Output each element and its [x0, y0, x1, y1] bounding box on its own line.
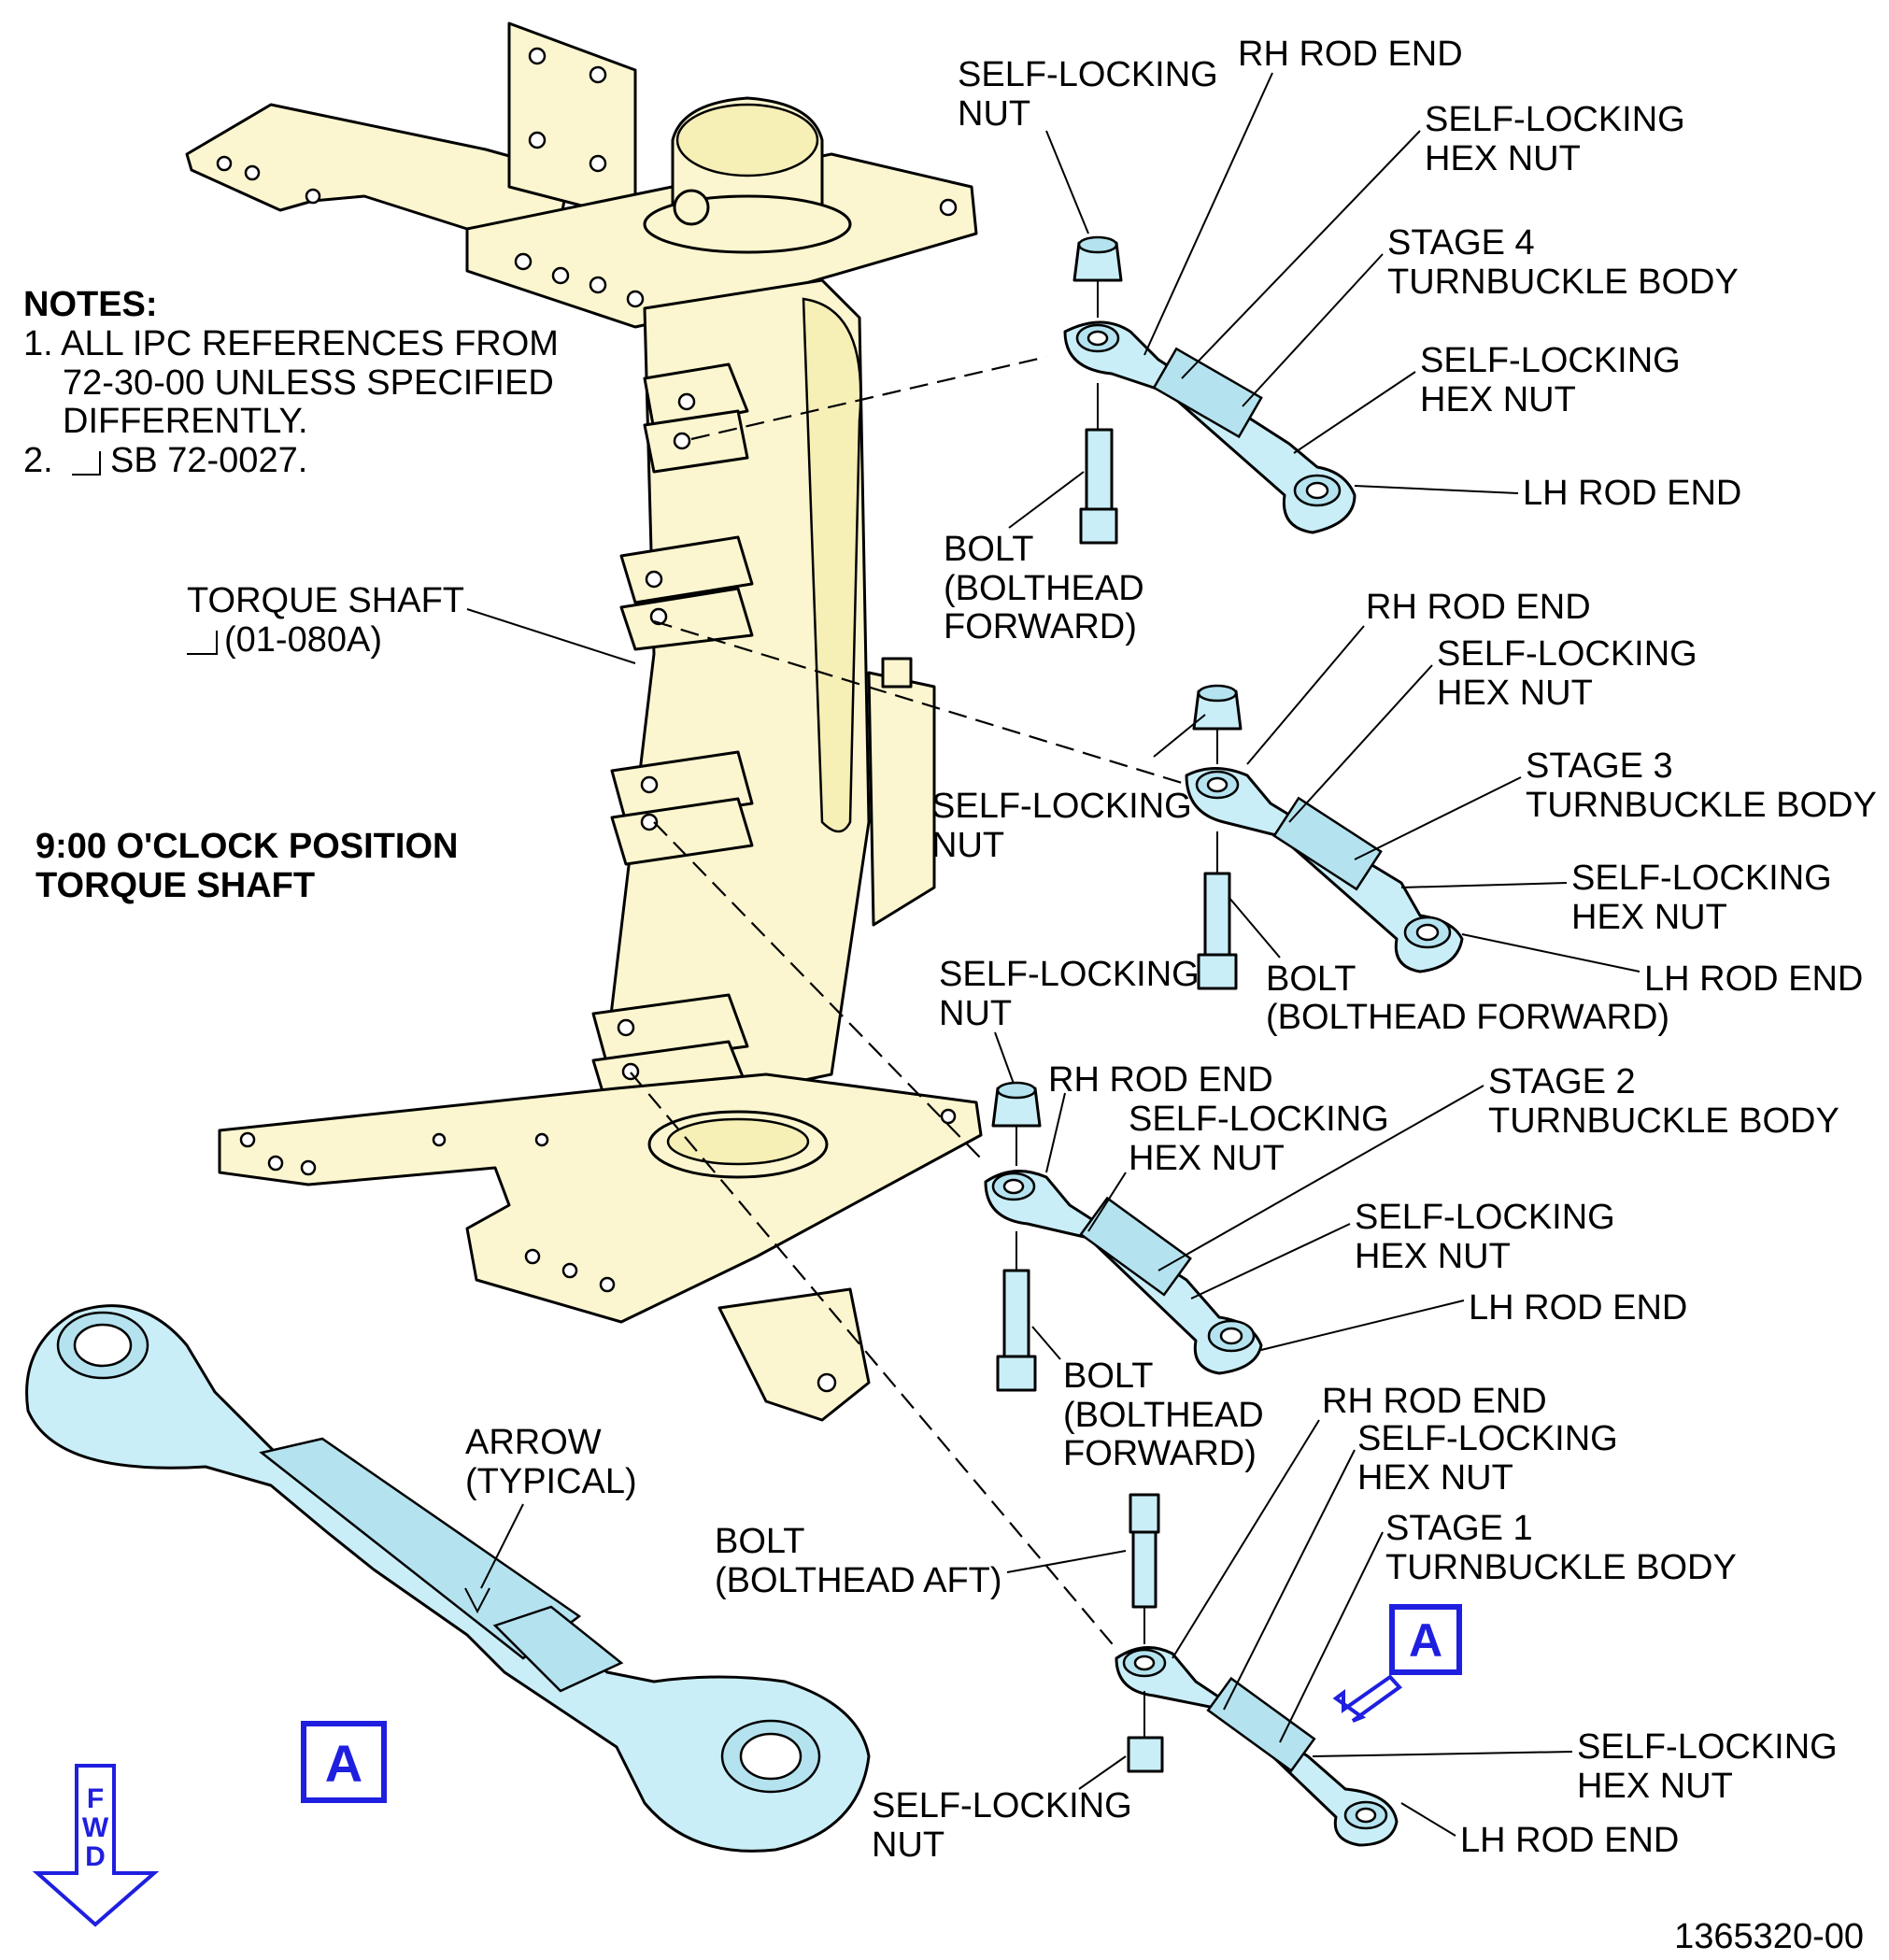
- stage-2-lh-rod-end: LH ROD END: [1469, 1288, 1687, 1328]
- stage-3-nut-label: SELF-LOCKING: [931, 787, 1192, 826]
- stage-4-hexnut-b: SELF-LOCKING: [1420, 341, 1681, 380]
- stage-1-hexnut-b-2: HEX NUT: [1577, 1767, 1733, 1806]
- stage-3-hexnut-b: SELF-LOCKING: [1571, 859, 1832, 898]
- stage-3-rod-assembly: [1185, 684, 1464, 990]
- position-title-line-2: TORQUE SHAFT: [36, 866, 315, 905]
- stage-3-bolt-label: BOLT: [1266, 959, 1356, 999]
- stage-4-hexnut-a: SELF-LOCKING: [1425, 100, 1685, 139]
- stage-1-bolt-label-2: (BOLTHEAD AFT): [715, 1561, 1002, 1600]
- stage-4-hexnut-b-2: HEX NUT: [1420, 380, 1576, 419]
- note-flag-symbol: [187, 631, 218, 655]
- stage-1-body-label-2: TURNBUCKLE BODY: [1385, 1548, 1737, 1587]
- stage-1-hexnut-a-2: HEX NUT: [1357, 1458, 1513, 1498]
- installation-centerlines: [630, 355, 1183, 1650]
- torque-shaft-callout: TORQUE SHAFT (01-080A): [187, 581, 636, 664]
- stage-4-bolt-label-2: (BOLTHEAD: [944, 569, 1144, 608]
- stage-3-lh-rod-end: LH ROD END: [1644, 959, 1863, 999]
- note-flag-symbol: [72, 451, 101, 476]
- notes-block: NOTES: 1. ALL IPC REFERENCES FROM 72-30-…: [23, 285, 559, 480]
- stage-4-lh-rod-end: LH ROD END: [1523, 474, 1741, 513]
- stage-1-labels: RH ROD END SELF-LOCKING HEX NUT STAGE 1 …: [715, 1382, 1838, 1865]
- stage-4-nut-label-2: NUT: [958, 94, 1030, 134]
- stage-3-hexnut-a: SELF-LOCKING: [1437, 634, 1697, 674]
- stage-3-hexnut-b-2: HEX NUT: [1571, 898, 1727, 937]
- stage-2-body-label: STAGE 2: [1488, 1062, 1636, 1101]
- note-2-prefix: 2.: [23, 441, 53, 480]
- stage-1-hexnut-b: SELF-LOCKING: [1577, 1727, 1838, 1767]
- arrow-label-2: (TYPICAL): [465, 1462, 637, 1501]
- view-a-box: [301, 1721, 387, 1803]
- stage-4-nut-label: SELF-LOCKING: [958, 55, 1218, 94]
- fwd-letter-w: W: [82, 1812, 109, 1843]
- stage-1-rh-rod-end: RH ROD END: [1322, 1382, 1547, 1421]
- stage-3-rh-rod-end: RH ROD END: [1366, 588, 1591, 627]
- notes-heading: NOTES:: [23, 285, 158, 324]
- stage-1-nut-label-2: NUT: [872, 1825, 944, 1865]
- stage-3-bolt-label-2: (BOLTHEAD FORWARD): [1266, 998, 1669, 1037]
- stage-3-hexnut-a-2: HEX NUT: [1437, 674, 1593, 713]
- stage-2-bolt-label-3: FORWARD): [1063, 1434, 1257, 1473]
- figure-id: 1365320-00: [1674, 1917, 1864, 1956]
- detail-labels: ARROW (TYPICAL) A A: [301, 1423, 1462, 1803]
- stage-3-nut-label-2: NUT: [931, 826, 1004, 865]
- fwd-letter-f: F: [87, 1783, 104, 1814]
- torque-shaft-ref: (01-080A): [224, 620, 382, 660]
- arrow-label: ARROW: [465, 1423, 602, 1462]
- view-a-marker-label: A: [1409, 1614, 1442, 1667]
- note-1-line-1: 1. ALL IPC REFERENCES FROM: [23, 324, 559, 363]
- stage-2-body-label-2: TURNBUCKLE BODY: [1488, 1101, 1839, 1141]
- stage-2-hexnut-b: SELF-LOCKING: [1355, 1198, 1615, 1237]
- stage-2-labels: SELF-LOCKING NUT RH ROD END SELF-LOCKING…: [939, 955, 1839, 1473]
- stage-2-hexnut-b-2: HEX NUT: [1355, 1237, 1511, 1276]
- stage-1-rod-assembly: [1115, 1493, 1399, 1847]
- view-a-marker-box: [1389, 1604, 1462, 1675]
- stage-4-labels: SELF-LOCKING NUT RH ROD END SELF-LOCKING…: [944, 35, 1741, 646]
- stage-4-body-label: STAGE 4: [1387, 223, 1535, 263]
- stage-4-rh-rod-end: RH ROD END: [1238, 35, 1463, 74]
- stage-3-body-label: STAGE 3: [1526, 746, 1673, 786]
- note-1-line-3: DIFFERENTLY.: [63, 402, 308, 441]
- stage-1-lh-rod-end: LH ROD END: [1460, 1821, 1679, 1860]
- position-title-line-1: 9:00 O'CLOCK POSITION: [36, 827, 458, 866]
- stage-4-bolt-label: BOLT: [944, 530, 1033, 569]
- note-1-line-2: 72-30-00 UNLESS SPECIFIED: [63, 363, 554, 403]
- torque-shaft-assembly: [185, 21, 983, 1422]
- stage-2-nut-label: SELF-LOCKING: [939, 955, 1200, 994]
- stage-2-nut-label-2: NUT: [939, 994, 1012, 1033]
- stage-4-bolt-label-3: FORWARD): [944, 607, 1137, 646]
- stage-1-nut-label: SELF-LOCKING: [872, 1786, 1132, 1825]
- stage-1-hexnut-a: SELF-LOCKING: [1357, 1419, 1618, 1458]
- fwd-letter-d: D: [85, 1841, 106, 1872]
- torque-shaft-label: TORQUE SHAFT: [187, 581, 464, 620]
- stage-2-rod-assembly: [984, 1081, 1263, 1392]
- stage-3-body-label-2: TURNBUCKLE BODY: [1526, 786, 1877, 825]
- stage-2-rh-rod-end: RH ROD END: [1048, 1060, 1273, 1100]
- stage-4-rod-assembly: [1063, 235, 1356, 545]
- note-2-text: SB 72-0027.: [110, 441, 307, 480]
- stage-2-hexnut-a: SELF-LOCKING: [1129, 1100, 1389, 1139]
- stage-2-hexnut-a-2: HEX NUT: [1129, 1139, 1285, 1178]
- stage-1-body-label: STAGE 1: [1385, 1509, 1533, 1548]
- stage-4-hexnut-a-2: HEX NUT: [1425, 139, 1581, 178]
- stage-2-bolt-label-2: (BOLTHEAD: [1063, 1396, 1264, 1435]
- stage-2-bolt-label: BOLT: [1063, 1356, 1153, 1396]
- position-title: 9:00 O'CLOCK POSITION TORQUE SHAFT: [36, 827, 458, 905]
- detail-view-a: [25, 1304, 871, 1853]
- fwd-arrow-icon: F W D: [32, 1764, 160, 1927]
- view-a-label: A: [325, 1734, 362, 1793]
- view-a-arrow-icon: [1332, 1674, 1402, 1723]
- stage-1-bolt-label: BOLT: [715, 1522, 804, 1561]
- stage-4-body-label-2: TURNBUCKLE BODY: [1387, 263, 1739, 302]
- stage-3-labels: RH ROD END SELF-LOCKING HEX NUT STAGE 3 …: [931, 588, 1877, 1037]
